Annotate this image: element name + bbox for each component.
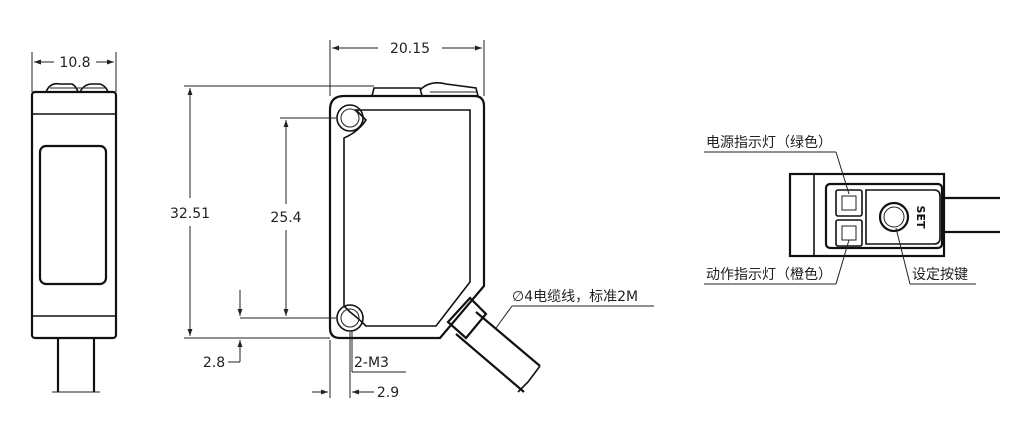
dim-height-total: 32.51 (170, 206, 210, 222)
mount-hole-top (336, 104, 364, 132)
side-window (38, 144, 108, 286)
front-body (328, 94, 486, 340)
dim-width-side: 10.8 (59, 55, 90, 71)
dim-hole-spacing: 25.4 (270, 210, 301, 226)
set-text: SET (914, 206, 927, 229)
set-button (878, 201, 910, 233)
front-view: 20.15 32.51 25.4 2.8 2-M3 2.9 ∅4电缆线，标准2M (170, 40, 654, 401)
side-top-bump (45, 82, 79, 93)
label-mount-holes: 2-M3 (354, 355, 389, 371)
front-inner-outline (343, 109, 471, 327)
cable-edge-1 (455, 333, 525, 393)
label-action-led: 动作指示灯（橙色） (706, 266, 832, 283)
cable-gland (446, 296, 488, 340)
action-led (835, 219, 863, 247)
top-body (788, 172, 946, 258)
top-view: SET 电源指示灯（绿色） 动作指示灯（橙色） 设定按键 (704, 134, 1000, 285)
mount-hole-bottom (336, 304, 364, 332)
label-set-button: 设定按键 (912, 267, 968, 283)
control-panel (824, 182, 944, 250)
front-top-bump (371, 87, 423, 97)
dim-width-front: 20.15 (390, 41, 430, 57)
cable-edge-2 (475, 311, 541, 367)
label-cable: ∅4电缆线，标准2M (512, 289, 638, 305)
side-view: 10.8 (30, 52, 118, 393)
front-top-knob (419, 82, 479, 97)
button-frame (865, 189, 941, 245)
dim-hole-offset-bottom: 2.8 (203, 355, 225, 371)
side-body (30, 90, 118, 340)
dim-hole-offset-side: 2.9 (377, 385, 399, 401)
power-led (835, 189, 863, 217)
label-power-led: 电源指示灯（绿色） (706, 134, 832, 151)
